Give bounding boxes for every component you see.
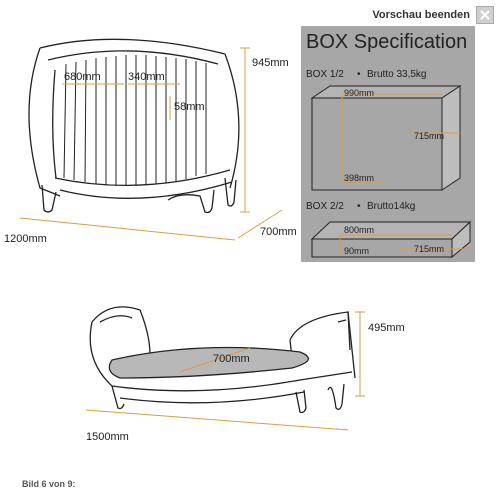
box2-drawing xyxy=(310,220,472,259)
crib-bar-mid-label: 340mm xyxy=(128,71,165,83)
product-dimension-illustration: 945mm 680mm 340mm 58mm 1200mm 700mm BOX … xyxy=(4,26,475,443)
box2-height-label: 715mm xyxy=(414,244,444,254)
bed-dimension-lines xyxy=(85,311,365,431)
crib-drawing xyxy=(28,38,240,214)
junior-bed-drawing xyxy=(89,306,356,414)
bed-height-label: 495mm xyxy=(368,322,405,334)
crib-bar-left-label: 680mm xyxy=(64,71,101,83)
image-counter-caption: Bild 6 von 9: xyxy=(22,479,76,489)
bed-inner-label: 700mm xyxy=(213,353,250,365)
box1-weight: Brutto 33,5kg xyxy=(367,69,426,80)
box-spec-panel: BOX Specification BOX 1/2 • Brutto 33,5k… xyxy=(301,26,475,262)
crib-depth-label: 700mm xyxy=(260,226,297,238)
crib-bar-gap-label: 58mm xyxy=(174,101,205,113)
preview-close-bar: Vorschau beenden xyxy=(372,6,494,24)
box2-bullet: • xyxy=(357,201,361,212)
box2-depth-label: 90mm xyxy=(344,246,369,256)
bed-length-label: 1500mm xyxy=(86,431,129,443)
close-icon[interactable] xyxy=(476,6,494,24)
crib-length-label: 1200mm xyxy=(4,233,47,245)
box1-depth-label: 398mm xyxy=(344,173,374,183)
box1-label: BOX 1/2 xyxy=(306,69,344,80)
box1-width-label: 990mm xyxy=(344,88,374,98)
crib-dimension-lines xyxy=(19,47,283,241)
close-preview-label[interactable]: Vorschau beenden xyxy=(372,9,470,21)
box2-weight: Brutto14kg xyxy=(367,201,415,212)
box2-label: BOX 2/2 xyxy=(306,201,344,212)
crib-height-label: 945mm xyxy=(252,57,289,69)
box-spec-title: BOX Specification xyxy=(306,31,467,53)
box1-bullet: • xyxy=(357,69,361,80)
box1-height-label: 715mm xyxy=(414,131,444,141)
box1-drawing xyxy=(310,85,462,191)
box2-width-label: 800mm xyxy=(344,225,374,235)
